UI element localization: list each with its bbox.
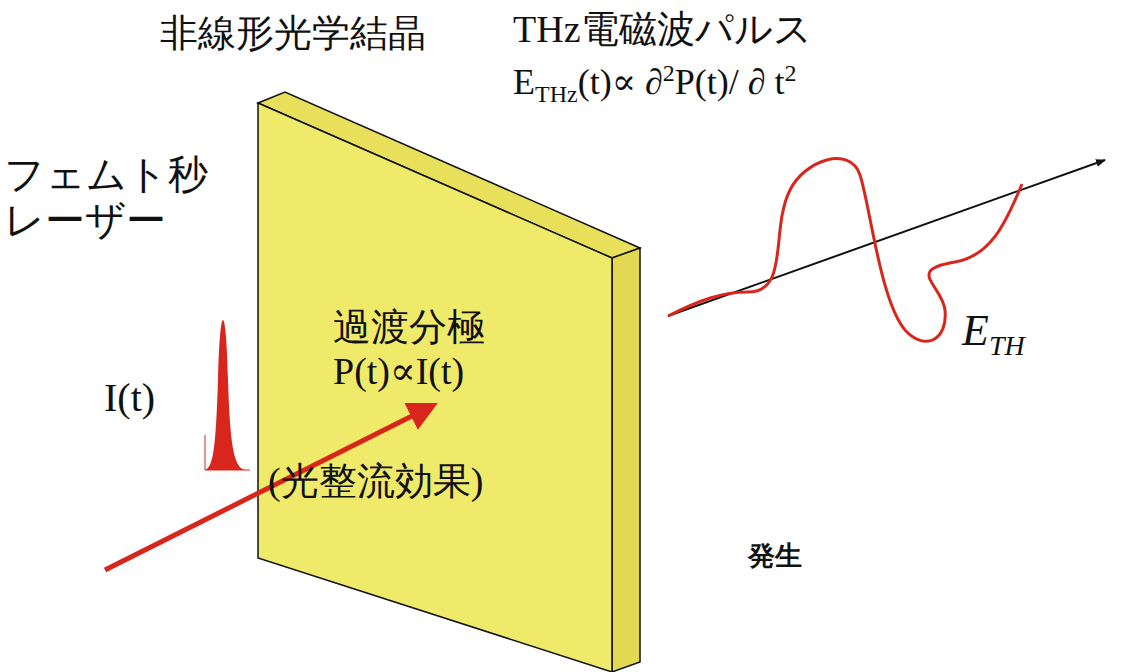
- laser-label: フェムト秒 レーザー: [4, 152, 212, 244]
- formula-exponent: 2: [785, 60, 797, 86]
- rectification-text: (光整流効果): [268, 460, 483, 504]
- formula-part: (t)∝ ∂: [578, 62, 663, 102]
- crystal-front: [258, 103, 612, 672]
- formula-part: P(t)/ ∂ t: [675, 62, 785, 102]
- generation-label: 発生: [748, 540, 802, 571]
- field-symbol: ETH: [962, 306, 1025, 357]
- polarization-text: 過渡分極 P(t)∝I(t): [333, 306, 531, 393]
- field-letter: E: [962, 306, 989, 355]
- intensity-label: I(t): [104, 375, 155, 421]
- field-subscript: TH: [989, 330, 1025, 361]
- wave-title: THz電磁波パルス: [513, 8, 812, 52]
- crystal-heading: 非線形光学結晶: [160, 12, 426, 56]
- crystal-side: [612, 248, 640, 672]
- formula-symbol: E: [513, 62, 535, 102]
- formula-exponent: 2: [663, 60, 675, 86]
- laser-pulse: [205, 320, 250, 470]
- pulse-shape: [205, 320, 245, 470]
- formula: ETHz(t)∝ ∂2P(t)/ ∂ t2: [513, 62, 797, 103]
- formula-subscript: THz: [535, 81, 578, 107]
- pulse-axis: [205, 435, 206, 470]
